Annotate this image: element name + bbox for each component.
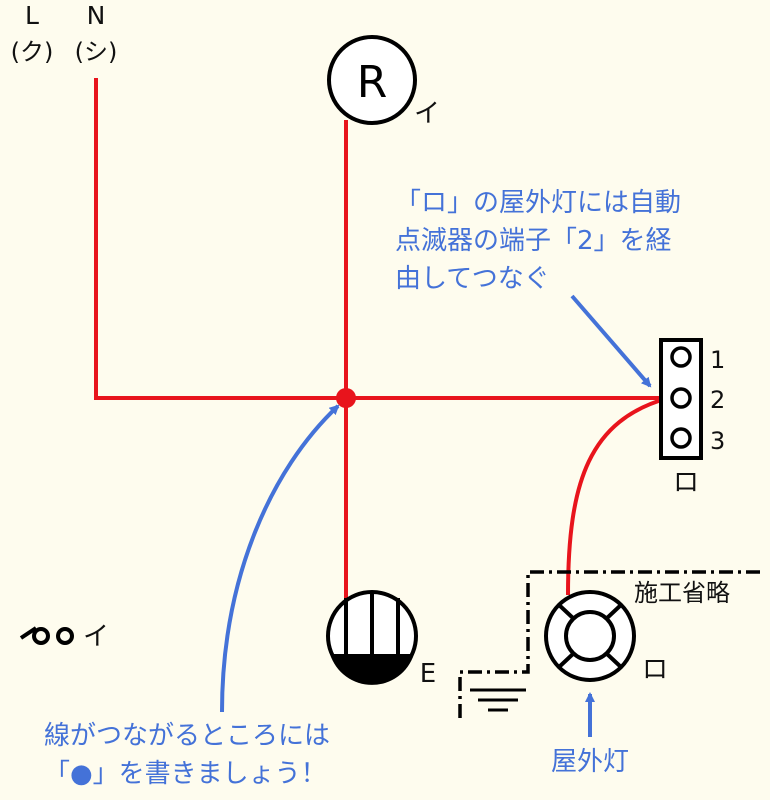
relay-terminal-1 [670,346,692,368]
switch-icon [19,626,74,645]
terminal-N-kana: (シ) [75,38,118,66]
ground-icon [470,688,526,712]
relay-terminal-2-label: 2 [710,386,725,414]
terminal-N-label: N [87,1,106,30]
relay-terminal-1-label: 1 [710,346,725,374]
note-top-line-2: 点滅器の端子「2」を経 [395,226,672,256]
outlet-tag: イ [414,99,440,129]
wires [94,78,669,600]
relay-tag: ロ [673,468,699,498]
wire-n-to-junction [94,78,346,400]
note-top-line-3: 由してつなぐ [395,264,550,294]
relay-terminal-2 [670,387,692,409]
relay-block [659,338,703,460]
terminal-L-label: L [25,1,39,30]
note-bottom: 線がつながるところには 「●」を書きましょう！ [44,721,330,789]
omitted-boundary [458,570,760,718]
switch-tag: イ [83,622,109,652]
lamp-tag: ロ [642,655,668,685]
outlet-symbol-letter: R [357,57,388,108]
note-top-arrow [570,294,652,388]
earth-outlet-icon [326,590,418,685]
omitted-label: 施工省略 [634,579,730,607]
wire-relay-to-lamp [566,396,669,596]
junction-dot [336,388,356,408]
relay-terminal-3 [670,427,692,449]
note-top: 「ロ」の屋外灯には自動 点滅器の端子「2」を経 由してつなぐ [395,188,681,294]
note-bottom-arrow [220,404,340,713]
outlet-symbol: R [327,35,417,125]
note-bottom-line-2: 「●」を書きましょう！ [44,759,327,789]
relay-terminal-3-label: 3 [710,427,725,455]
earth-label: E [420,659,436,689]
outdoor-lamp-icon [544,590,636,682]
note-bottom-line-1: 線がつながるところには [44,721,330,751]
terminal-L-kana: (ク) [11,38,54,66]
lamp-caption: 屋外灯 [551,747,629,777]
note-top-line-1: 「ロ」の屋外灯には自動 [395,188,681,218]
